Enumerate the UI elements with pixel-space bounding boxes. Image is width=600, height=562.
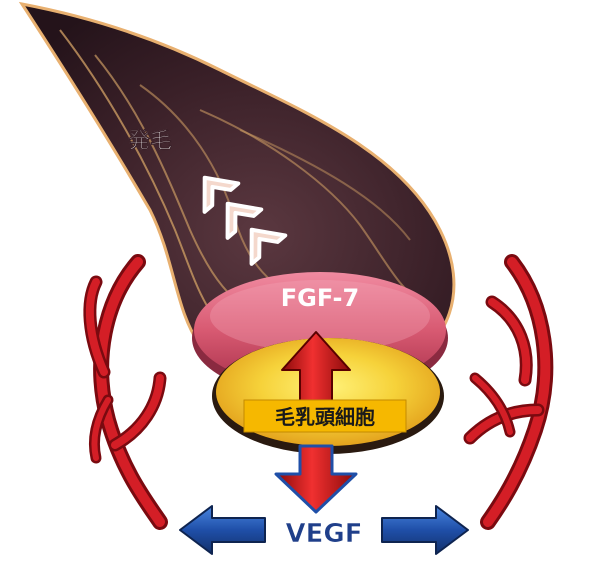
label-fgf7: FGF-7 — [281, 284, 359, 312]
blue-arrow-left — [179, 505, 266, 555]
growth-chevron-arrows — [202, 175, 288, 266]
blood-vessel-right — [463, 254, 554, 530]
label-hair-growth: 発毛 — [127, 129, 172, 154]
dermal-papilla-label-box — [243, 399, 407, 433]
label-dermal-papilla: 毛乳頭細胞 — [275, 405, 375, 429]
red-arrow-down — [274, 444, 358, 514]
blood-vessel-left — [83, 254, 168, 530]
label-vegf: VEGF — [286, 519, 363, 549]
blue-arrow-right — [381, 505, 469, 555]
